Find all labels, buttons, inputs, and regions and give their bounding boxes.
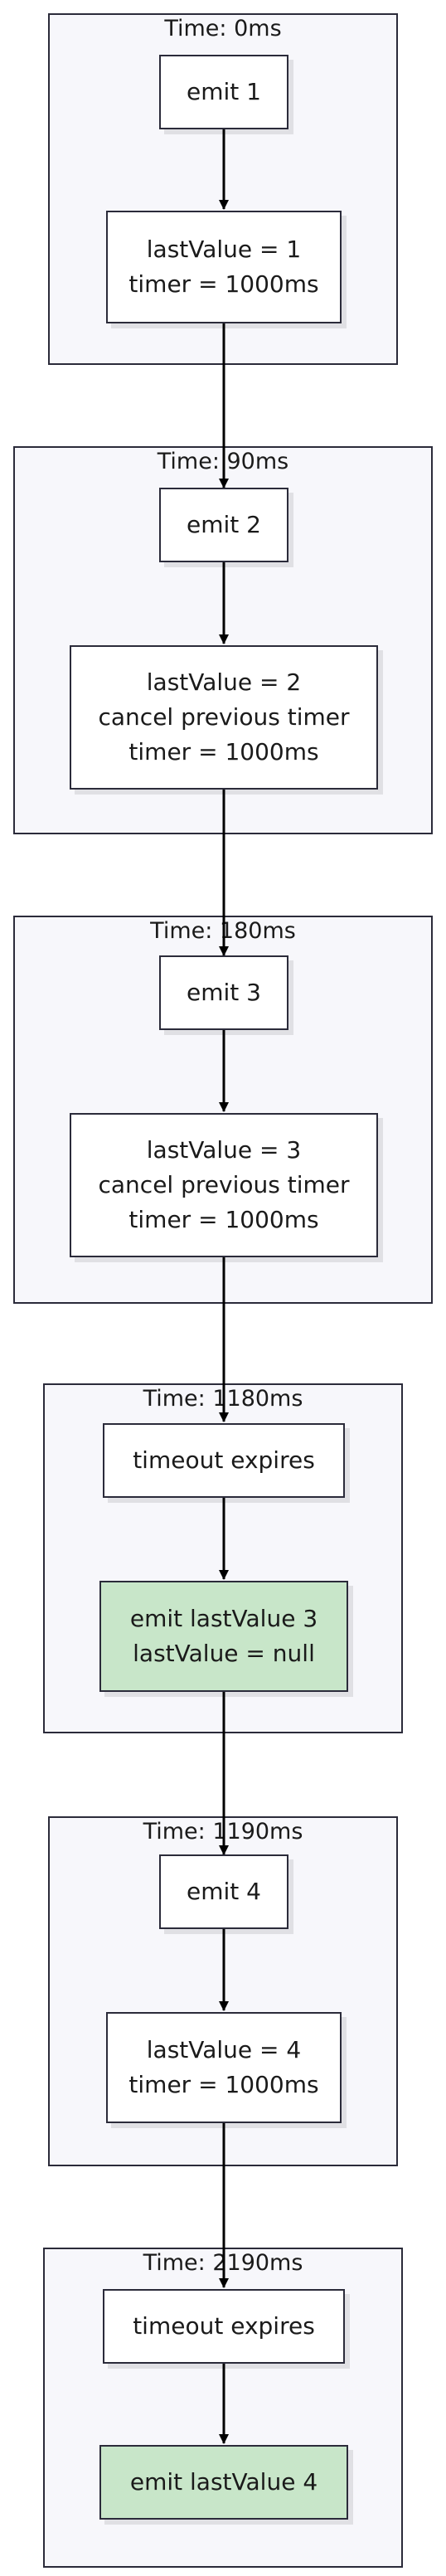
node-state-1: lastValue = 1 timer = 1000ms <box>106 211 342 323</box>
node-state-2: lastValue = 2 cancel previous timer time… <box>70 645 378 790</box>
node-state-4: lastValue = 4 timer = 1000ms <box>106 2012 342 2123</box>
node-emit-3: emit 3 <box>159 955 288 1030</box>
node-label: timeout expires <box>133 1446 315 1474</box>
node-timeout-expires-1: timeout expires <box>103 1423 345 1498</box>
node-emit-4: emit 4 <box>159 1854 288 1929</box>
group-title: Time: 2190ms <box>143 2250 303 2276</box>
group-title: Time: 180ms <box>150 918 296 944</box>
node-timeout-expires-2: timeout expires <box>103 2289 345 2364</box>
node-label: lastValue = 4 timer = 1000ms <box>128 2036 319 2098</box>
node-label: timeout expires <box>133 2312 315 2340</box>
node-emit-1: emit 1 <box>159 55 288 129</box>
node-label: emit lastValue 4 <box>129 2468 318 2496</box>
node-label: lastValue = 3 cancel previous timer time… <box>98 1136 350 1233</box>
node-state-3: lastValue = 3 cancel previous timer time… <box>70 1113 378 1257</box>
node-label: emit 1 <box>187 78 261 105</box>
group-title: Time: 1190ms <box>143 1819 303 1845</box>
node-label: emit 2 <box>187 511 261 538</box>
group-title: Time: 90ms <box>157 449 289 474</box>
node-label: lastValue = 1 timer = 1000ms <box>128 236 319 298</box>
node-label: emit lastValue 3 lastValue = null <box>129 1605 318 1667</box>
node-emit-2: emit 2 <box>159 488 288 562</box>
node-label: emit 3 <box>187 979 261 1006</box>
node-label: emit 4 <box>187 1878 261 1905</box>
node-emit-lastvalue-3: emit lastValue 3 lastValue = null <box>99 1581 348 1692</box>
group-title: Time: 0ms <box>164 16 282 41</box>
node-label: lastValue = 2 cancel previous timer time… <box>98 668 350 766</box>
group-title: Time: 1180ms <box>143 1386 303 1412</box>
node-emit-lastvalue-4: emit lastValue 4 <box>99 2445 348 2520</box>
